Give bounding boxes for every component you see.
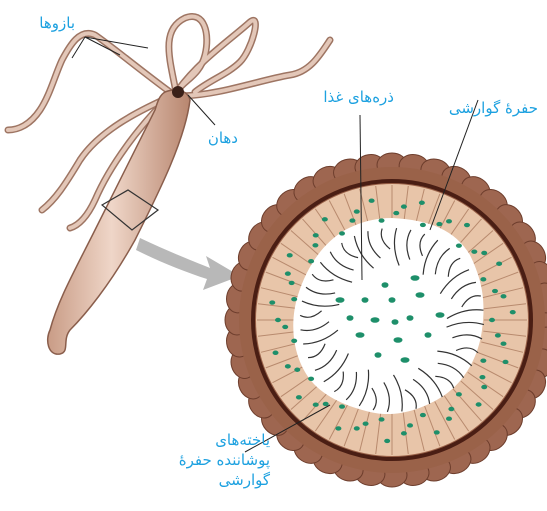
food-particle <box>416 292 425 298</box>
cell-granule <box>471 249 477 253</box>
cell-granule <box>480 277 486 281</box>
cell-granule <box>407 423 413 427</box>
cell-granule <box>393 211 399 215</box>
food-particle <box>401 357 410 363</box>
cell-granule <box>446 219 452 223</box>
hydra-body <box>48 90 190 354</box>
cell-granule <box>308 259 314 263</box>
cell-granule <box>275 318 281 322</box>
magnify-arrow <box>136 238 240 290</box>
label-lining-cells-line2: پوشاننده حفرهٔ <box>130 450 270 470</box>
cell-granule <box>363 421 369 425</box>
label-lining-cells-line3: گوارشی <box>130 470 270 490</box>
cell-granule <box>269 300 275 304</box>
cell-granule <box>492 289 498 293</box>
cell-granule <box>273 351 279 355</box>
cell-granule <box>481 385 487 389</box>
cell-granule <box>308 377 314 381</box>
hydra-mouth <box>172 86 184 98</box>
food-particle <box>371 317 380 323</box>
cell-granule <box>313 233 319 237</box>
cell-granule <box>296 395 302 399</box>
food-particle <box>411 275 420 281</box>
cell-granule <box>479 375 485 379</box>
cell-granule <box>501 294 507 298</box>
food-particle <box>407 315 414 321</box>
cell-granule <box>285 364 291 368</box>
cell-granule <box>313 403 319 407</box>
cell-granule <box>510 310 516 314</box>
cell-granule <box>420 223 426 227</box>
food-particle <box>356 332 365 338</box>
mouth-leader-line <box>188 95 215 125</box>
cell-granule <box>282 325 288 329</box>
cross-section <box>225 153 547 488</box>
food-particle <box>347 315 354 321</box>
cell-granule <box>401 431 407 435</box>
cell-granule <box>312 243 318 247</box>
cell-granule <box>339 231 345 235</box>
label-mouth: دهان <box>198 128 238 148</box>
food-particle <box>425 332 432 338</box>
cell-granule <box>464 223 470 227</box>
cell-granule <box>476 402 482 406</box>
food-particle <box>382 282 389 288</box>
label-lining-cells: یاخته‌های پوشاننده حفرهٔ گوارشی <box>130 430 270 490</box>
food-particle <box>436 312 445 318</box>
cell-granule <box>456 243 462 247</box>
cell-granule <box>379 218 385 222</box>
cell-granule <box>294 368 300 372</box>
cell-granule <box>289 281 295 285</box>
cell-granule <box>456 392 462 396</box>
cell-granule <box>339 404 345 408</box>
label-arms: بازوها <box>23 13 75 33</box>
cell-granule <box>291 297 297 301</box>
food-particle <box>336 297 345 303</box>
cell-granule <box>369 199 375 203</box>
cell-granule <box>354 209 360 213</box>
food-particle <box>392 319 399 325</box>
cell-granule <box>335 426 341 430</box>
cell-granule <box>481 251 487 255</box>
cell-granule <box>323 402 329 406</box>
cell-granule <box>379 417 385 421</box>
cell-granule <box>434 430 440 434</box>
cell-granule <box>419 201 425 205</box>
cell-granule <box>354 426 360 430</box>
cell-granule <box>495 333 501 337</box>
food-particle <box>394 337 403 343</box>
cell-granule <box>436 222 442 226</box>
cell-granule <box>496 262 502 266</box>
cell-granule <box>480 358 486 362</box>
label-lining-cells-line1: یاخته‌های <box>130 430 270 450</box>
cell-granule <box>448 407 454 411</box>
cell-granule <box>420 413 426 417</box>
cell-granule <box>322 217 328 221</box>
cell-granule <box>446 417 452 421</box>
food-particle <box>389 297 396 303</box>
cell-granule <box>384 439 390 443</box>
food-particle <box>362 297 369 303</box>
cell-granule <box>489 318 495 322</box>
label-digestive-cavity: حفرهٔ گوارشی <box>432 98 538 118</box>
cell-granule <box>349 218 355 222</box>
cell-granule <box>401 204 407 208</box>
label-food-particles: ذره‌های غذا <box>306 87 394 107</box>
cell-granule <box>287 253 293 257</box>
cell-granule <box>502 360 508 364</box>
food-particle <box>375 352 382 358</box>
cell-granule <box>291 339 297 343</box>
cell-granule <box>501 342 507 346</box>
cell-granule <box>285 271 291 275</box>
